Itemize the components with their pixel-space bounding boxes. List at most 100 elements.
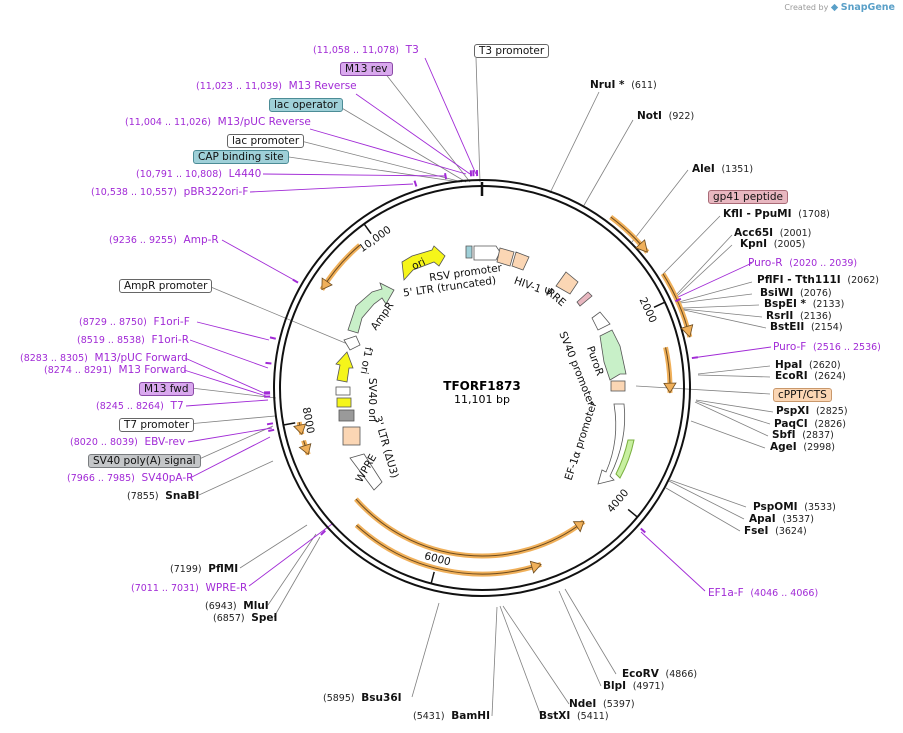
primer-label[interactable]: (7966 .. 7985) SV40pA-R — [67, 472, 194, 484]
feature-box-sv40-polya[interactable]: SV40 poly(A) signal — [88, 454, 201, 468]
ruler-tick — [653, 301, 666, 308]
sv40-ori-feature — [335, 386, 351, 396]
enzyme-label[interactable]: (7199) PflMI — [170, 563, 239, 575]
feature-arc-arrowhead — [572, 521, 585, 533]
enzyme-label[interactable]: EcoRI (2624) — [775, 370, 846, 382]
primer-label[interactable]: (10,791 .. 10,808) L4440 — [136, 168, 262, 180]
gp41-feature — [576, 291, 593, 307]
enzyme-label[interactable]: NotI (922) — [637, 110, 695, 122]
snapgene-logo-icon: ◆ — [830, 2, 839, 13]
enzyme-label[interactable]: AgeI (2998) — [770, 441, 835, 453]
enzyme-label[interactable]: (6943) MluI — [205, 600, 269, 612]
primer-label[interactable]: (8729 .. 8750) F1ori-F — [79, 316, 190, 328]
primer-label[interactable]: Puro-F (2516 .. 2536) — [773, 341, 881, 353]
feature-box-ampr-promoter[interactable]: AmpR promoter — [119, 279, 213, 293]
primer-label[interactable]: (8519 .. 8538) F1ori-R — [77, 334, 190, 346]
feature-arc-arrowhead — [321, 277, 333, 291]
feature-box-m13-rev[interactable]: M13 rev — [340, 62, 393, 76]
enzyme-label[interactable]: KpnI (2005) — [740, 238, 806, 250]
snapgene-brand: Created by ◆ SnapGene — [784, 2, 895, 13]
f1-ori-label: f1 ori — [358, 346, 375, 375]
primer-label[interactable]: (11,058 .. 11,078) T3 — [313, 44, 419, 56]
ef1a-promoter-feature — [597, 403, 626, 485]
primer-label[interactable]: (8283 .. 8305) M13/pUC Forward — [20, 352, 188, 364]
hiv-psi-feature — [511, 251, 530, 271]
feature-arc-arrowhead — [529, 560, 542, 574]
ruler-tick — [627, 508, 638, 518]
sv40-promoter-label: SV40 promoter — [556, 330, 597, 409]
ef1a-primer-arrow — [615, 439, 635, 479]
enzyme-label[interactable]: FseI (3624) — [744, 525, 807, 537]
feature-arc-arrowhead — [635, 239, 648, 253]
ruler-tick — [363, 223, 372, 235]
enzyme-label[interactable]: PflFI - Tth111I (2062) — [757, 274, 879, 286]
primer-site-mark — [266, 422, 274, 426]
primer-label[interactable]: (10,538 .. 10,557) pBR322ori-F — [91, 186, 249, 198]
f1-ori-feature — [335, 351, 354, 383]
enzyme-label[interactable]: BspEI * (2133) — [764, 298, 845, 310]
enzyme-label[interactable]: EcoRV (4866) — [622, 668, 698, 680]
feature-box-t3-promoter[interactable]: T3 promoter — [474, 44, 550, 58]
primer-label[interactable]: Puro-R (2020 .. 2039) — [748, 257, 858, 269]
enzyme-label[interactable]: (6857) SpeI — [213, 612, 278, 624]
feature-box-cppt[interactable]: cPPT/CTS — [773, 388, 832, 402]
ampr-feature — [347, 282, 395, 334]
primer-site-mark — [691, 356, 698, 360]
sv40-ori-label: SV40 ori — [366, 378, 378, 422]
enzyme-label[interactable]: PspOMI (3533) — [753, 501, 836, 513]
t7-feature — [336, 397, 352, 408]
feature-box-lac-operator[interactable]: lac operator — [269, 98, 343, 112]
enzyme-label[interactable]: (7855) SnaBI — [127, 490, 200, 502]
enzyme-label[interactable]: RsrII (2136) — [766, 310, 832, 322]
cppt-feature — [610, 380, 626, 392]
enzyme-label[interactable]: BsiWI (2076) — [760, 287, 832, 299]
ori-feature — [401, 245, 446, 281]
ruler-tick — [283, 422, 296, 426]
enzyme-label[interactable]: AleI (1351) — [692, 163, 754, 175]
primer-label[interactable]: (8274 .. 8291) M13 Forward — [44, 364, 187, 376]
cap-site-feature — [465, 245, 473, 259]
enzyme-label[interactable]: PspXI (2825) — [776, 405, 848, 417]
enzyme-label[interactable]: (5895) Bsu36I — [323, 692, 402, 704]
sv40-promoter-feature — [591, 311, 611, 331]
enzyme-label[interactable]: SbfI (2837) — [772, 429, 834, 441]
feature-arc-core — [356, 524, 542, 575]
enzyme-label[interactable]: PaqCI (2826) — [774, 418, 846, 430]
feature-box-gp41[interactable]: gp41 peptide — [708, 190, 788, 204]
ruler-tick — [430, 571, 435, 584]
primer-leader-lines — [183, 57, 772, 592]
enzyme-label[interactable]: NdeI (5397) — [569, 698, 635, 710]
enzyme-label[interactable]: BlpI (4971) — [603, 680, 665, 692]
primer-label[interactable]: (8245 .. 8264) T7 — [96, 400, 184, 412]
enzyme-label[interactable]: KflI - PpuMI (1708) — [723, 208, 830, 220]
sv40-polya-feature — [338, 409, 355, 422]
primer-label[interactable]: EF1a-F (4046 .. 4066) — [708, 587, 819, 599]
ltr5-feature — [496, 247, 515, 267]
enzyme-label[interactable]: HpaI (2620) — [775, 359, 841, 371]
feature-arc-arrowhead — [293, 423, 307, 436]
primer-label[interactable]: (8020 .. 8039) EBV-rev — [70, 436, 186, 448]
feature-box-m13-fwd[interactable]: M13 fwd — [139, 382, 194, 396]
feature-box-t7-promoter[interactable]: T7 promoter — [119, 418, 195, 432]
feature-box-lac-promoter[interactable]: lac promoter — [227, 134, 305, 148]
enzyme-label[interactable]: Acc65I (2001) — [734, 227, 812, 239]
enzyme-label[interactable]: ApaI (3537) — [749, 513, 814, 525]
primer-site-mark — [320, 530, 326, 536]
primer-sites — [264, 170, 698, 536]
primer-label[interactable]: (11,023 .. 11,039) M13 Reverse — [196, 80, 357, 92]
primer-site-mark — [444, 172, 448, 180]
feature-arc-arrowhead — [298, 443, 312, 456]
feature-box-cap-site[interactable]: CAP binding site — [193, 150, 289, 164]
primer-label[interactable]: (11,004 .. 11,026) M13/pUC Reverse — [125, 116, 311, 128]
ruler-ticks — [283, 223, 666, 584]
enzyme-label[interactable]: NruI * (611) — [590, 79, 657, 91]
plasmid-size: 11,101 bp — [454, 393, 510, 406]
enzyme-label[interactable]: BstEII (2154) — [770, 321, 843, 333]
primer-label[interactable]: (7011 .. 7031) WPRE-R — [131, 582, 248, 594]
primer-label[interactable]: (9236 .. 9255) Amp-R — [109, 234, 219, 246]
enzyme-label[interactable]: (5431) BamHI — [413, 710, 491, 722]
puror-feature — [599, 329, 627, 381]
rre-feature — [555, 271, 579, 295]
enzyme-label[interactable]: BstXI (5411) — [539, 710, 609, 722]
